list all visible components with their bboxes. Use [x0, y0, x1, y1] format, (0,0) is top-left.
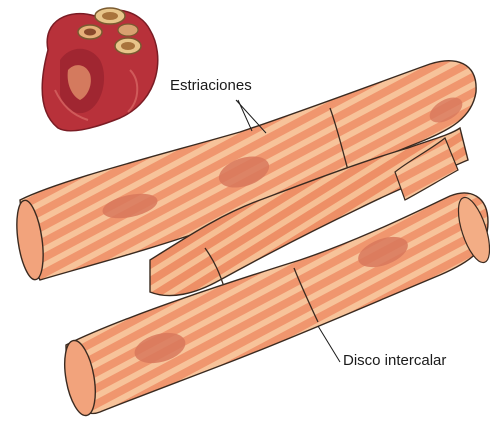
- estriaciones-label: Estriaciones: [170, 77, 252, 94]
- disco-intercalar-label: Disco intercalar: [343, 352, 446, 369]
- heart-illustration: [42, 8, 157, 131]
